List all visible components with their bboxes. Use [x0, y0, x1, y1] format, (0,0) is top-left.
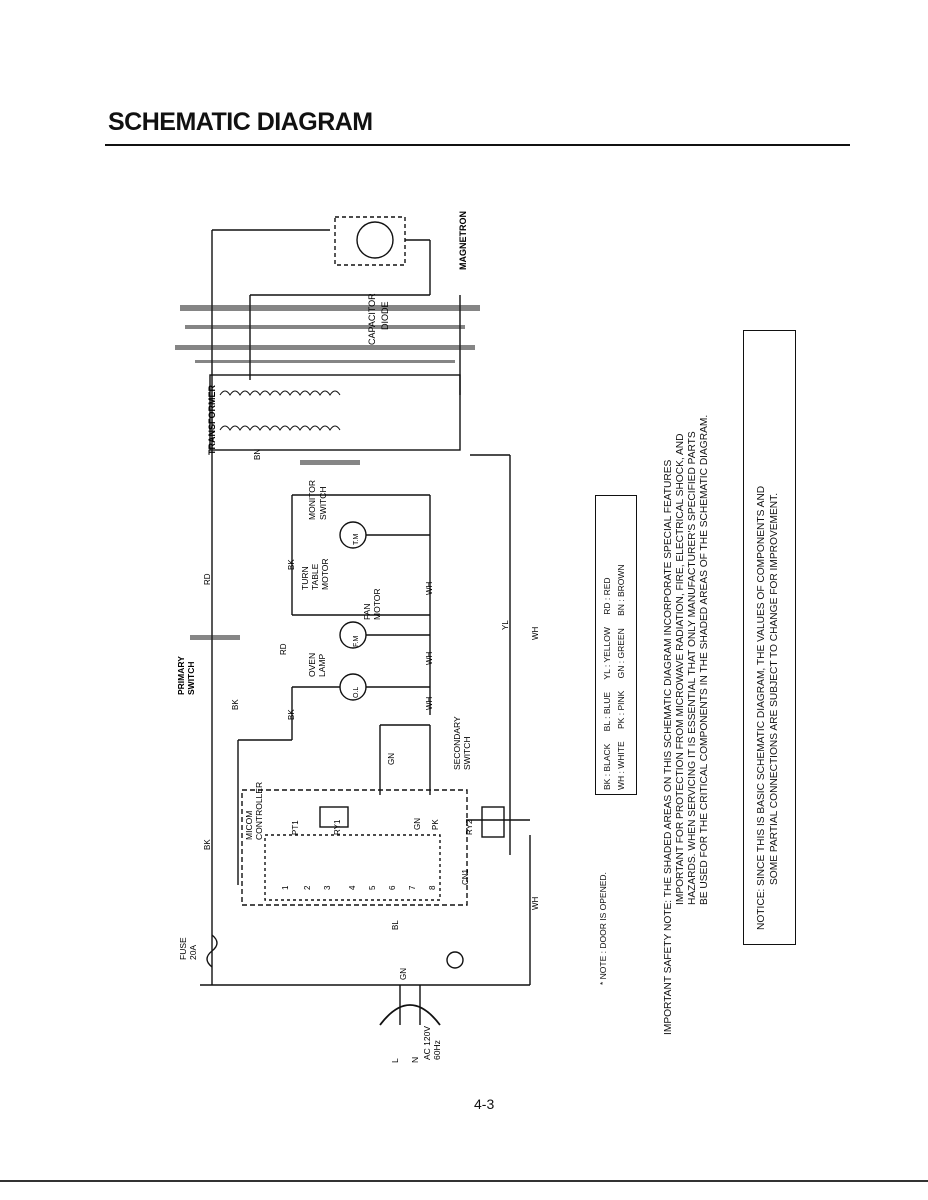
- wire-gn-label: GN: [387, 753, 396, 765]
- ol-tag: O.L: [353, 687, 360, 698]
- fuse-rating-label: 20A: [188, 945, 198, 960]
- wire-rd-label: RD: [203, 573, 212, 585]
- turntable-motor-label-3: MOTOR: [320, 559, 330, 590]
- safety-note-line-3: HAZARDS. WHEN SERVICING IT IS ESSENTIAL …: [687, 431, 698, 905]
- safety-note-line-2: IMPORTANT FOR PROTECTION FROM MICROWAVE …: [675, 433, 686, 906]
- color-legend: [595, 495, 637, 795]
- wire-wh-label-5: WH: [531, 896, 540, 910]
- connector-pin: 6: [388, 885, 397, 890]
- fan-motor-label: FAN: [362, 603, 372, 620]
- wire-wh-label: WH: [425, 581, 434, 595]
- transformer-label: TRANSFORMER: [207, 385, 217, 455]
- connector-pin: 3: [323, 885, 332, 890]
- wire-pk-label: PK: [431, 819, 440, 830]
- wire-rd-label-2: RD: [279, 643, 288, 655]
- legend-row-1: BK : BLACK BL : BLUE YL : YELLOW RD : RE…: [601, 567, 613, 790]
- wire-bn-label: BN: [253, 449, 262, 460]
- connector-pin: 4: [348, 885, 357, 890]
- wire-bk-label-4: BK: [287, 559, 296, 570]
- wire-wh-label-2: WH: [425, 651, 434, 665]
- fuse-label: FUSE: [178, 937, 188, 960]
- ry2-tag: RY2: [465, 819, 474, 835]
- oven-lamp-label: OVEN: [307, 653, 317, 677]
- legend-item: RD : RED: [602, 577, 612, 615]
- capacitor-label: CAPACITOR: [367, 293, 377, 345]
- connector-pin: 7: [408, 885, 417, 890]
- monitor-switch-label-2: SWITCH: [318, 486, 328, 520]
- secondary-switch-label-2: SWITCH: [462, 736, 472, 770]
- title-rule: [105, 144, 850, 146]
- connector-pin: 5: [368, 885, 377, 890]
- legend-item: BL : BLUE: [602, 691, 612, 732]
- page-number: 4-3: [474, 1096, 495, 1112]
- pt1-tag: PT1: [291, 820, 300, 835]
- primary-switch-label: PRIMARY: [176, 656, 186, 695]
- line-n-label: N: [410, 1057, 420, 1063]
- safety-note-line-4: BE USED FOR THE CRITICAL COMPONENTS IN T…: [699, 414, 710, 905]
- cn1-tag: CN1: [461, 868, 470, 885]
- door-note: * NOTE : DOOR IS OPENED.: [598, 872, 608, 985]
- legend-item: BK : BLACK: [602, 743, 612, 790]
- ac-source-label: AC 120V: [422, 1026, 432, 1060]
- notice-box: [743, 330, 796, 945]
- legend-item: PK : PINK: [616, 690, 626, 729]
- connector-pin: 1: [281, 885, 290, 890]
- wire-wh-label-3: WH: [425, 696, 434, 710]
- ac-freq-label: 60Hz: [432, 1040, 442, 1060]
- tm-tag: T.M: [353, 534, 360, 545]
- legend-item: GN : GREEN: [616, 628, 626, 679]
- legend-item: WH : WHITE: [616, 741, 626, 790]
- wire-bk-label: BK: [203, 839, 212, 850]
- oven-lamp-label-2: LAMP: [317, 654, 327, 677]
- wire-gn-label-2: GN: [413, 818, 422, 830]
- fan-motor-label-2: MOTOR: [372, 589, 382, 620]
- micom-label-2: CONTROLLER: [254, 782, 264, 840]
- bottom-rule: [0, 1180, 928, 1182]
- wire-bl-label: BL: [391, 920, 400, 930]
- secondary-switch-label: SECONDARY: [452, 716, 462, 770]
- magnetron-label: MAGNETRON: [458, 211, 468, 270]
- turntable-motor-label: TURN: [300, 566, 310, 590]
- wire-yl-label: YL: [501, 620, 510, 630]
- fm-tag: F.M: [353, 636, 360, 647]
- wire-wh-label-4: WH: [531, 626, 540, 640]
- notice-line-2: SOME PARTIAL CONNECTIONS ARE SUBJECT TO …: [769, 492, 780, 885]
- diode-label: DIODE: [380, 301, 390, 330]
- legend-row-2: WH : WHITE PK : PINK GN : GREEN BN : BRO…: [615, 554, 627, 790]
- schematic-diagram: MAGNETRON DIODE CAPACITOR TRANSFORMER MO…: [175, 211, 540, 1063]
- page-title: SCHEMATIC DIAGRAM: [108, 108, 373, 136]
- safety-note-line-1: IMPORTANT SAFETY NOTE: THE SHADED AREAS …: [663, 459, 674, 1035]
- legend-item: BN : BROWN: [616, 564, 626, 616]
- wire-bk-label-2: BK: [231, 699, 240, 710]
- monitor-switch-label: MONITOR: [307, 480, 317, 520]
- turntable-motor-label-2: TABLE: [310, 563, 320, 590]
- wire-gn-label-3: GN: [399, 968, 408, 980]
- micom-label: MICOM: [244, 811, 254, 840]
- notice-line-1: NOTICE: SINCE THIS IS BASIC SCHEMATIC DI…: [756, 485, 767, 930]
- connector-pin: 8: [428, 885, 437, 890]
- ry1-tag: RY1: [333, 819, 342, 835]
- legend-item: YL : YELLOW: [602, 627, 612, 680]
- wire-bk-label-3: BK: [287, 709, 296, 720]
- line-l-label: L: [390, 1058, 400, 1063]
- connector-pin: 2: [303, 885, 312, 890]
- primary-switch-label-2: SWITCH: [186, 661, 196, 695]
